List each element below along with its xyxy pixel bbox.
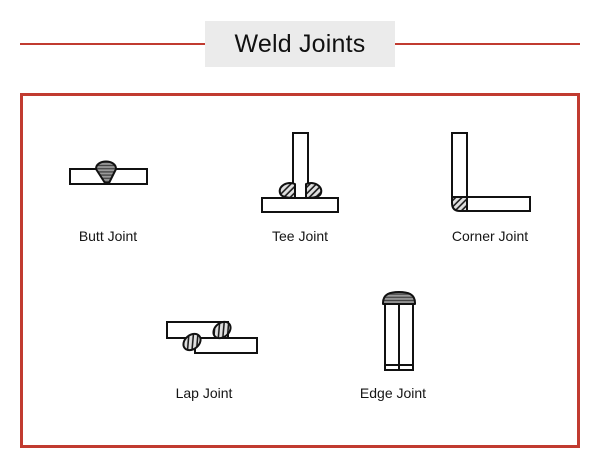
butt-joint-label: Butt Joint bbox=[78, 228, 138, 244]
tee-right-fillet-weld bbox=[305, 182, 323, 199]
edge-weld-bead bbox=[382, 291, 416, 305]
corner-joint-diagram bbox=[451, 132, 531, 212]
lap-lower-fillet-weld bbox=[182, 332, 202, 352]
tee-left-fillet-weld bbox=[278, 182, 296, 199]
tee-horizontal-plate bbox=[261, 197, 339, 213]
tee-joint-diagram bbox=[261, 132, 339, 213]
lap-joint-diagram bbox=[166, 320, 258, 354]
edge-joint-diagram bbox=[382, 291, 416, 371]
lap-lower-plate bbox=[194, 337, 258, 354]
corner-fillet-weld bbox=[451, 196, 468, 212]
corner-vertical-plate bbox=[451, 132, 468, 198]
lap-joint-label: Lap Joint bbox=[175, 385, 233, 401]
butt-joint-diagram bbox=[69, 160, 148, 185]
header-rule-right bbox=[395, 43, 580, 45]
edge-joint-label: Edge Joint bbox=[359, 385, 427, 401]
butt-weld-bead bbox=[95, 160, 117, 184]
title-box: Weld Joints bbox=[205, 21, 395, 67]
header-rule-left bbox=[20, 43, 205, 45]
corner-joint-label: Corner Joint bbox=[451, 228, 529, 244]
corner-horizontal-plate bbox=[466, 196, 531, 212]
page-title: Weld Joints bbox=[234, 29, 366, 58]
tee-joint-label: Tee Joint bbox=[271, 228, 329, 244]
lap-upper-fillet-weld bbox=[212, 320, 232, 340]
